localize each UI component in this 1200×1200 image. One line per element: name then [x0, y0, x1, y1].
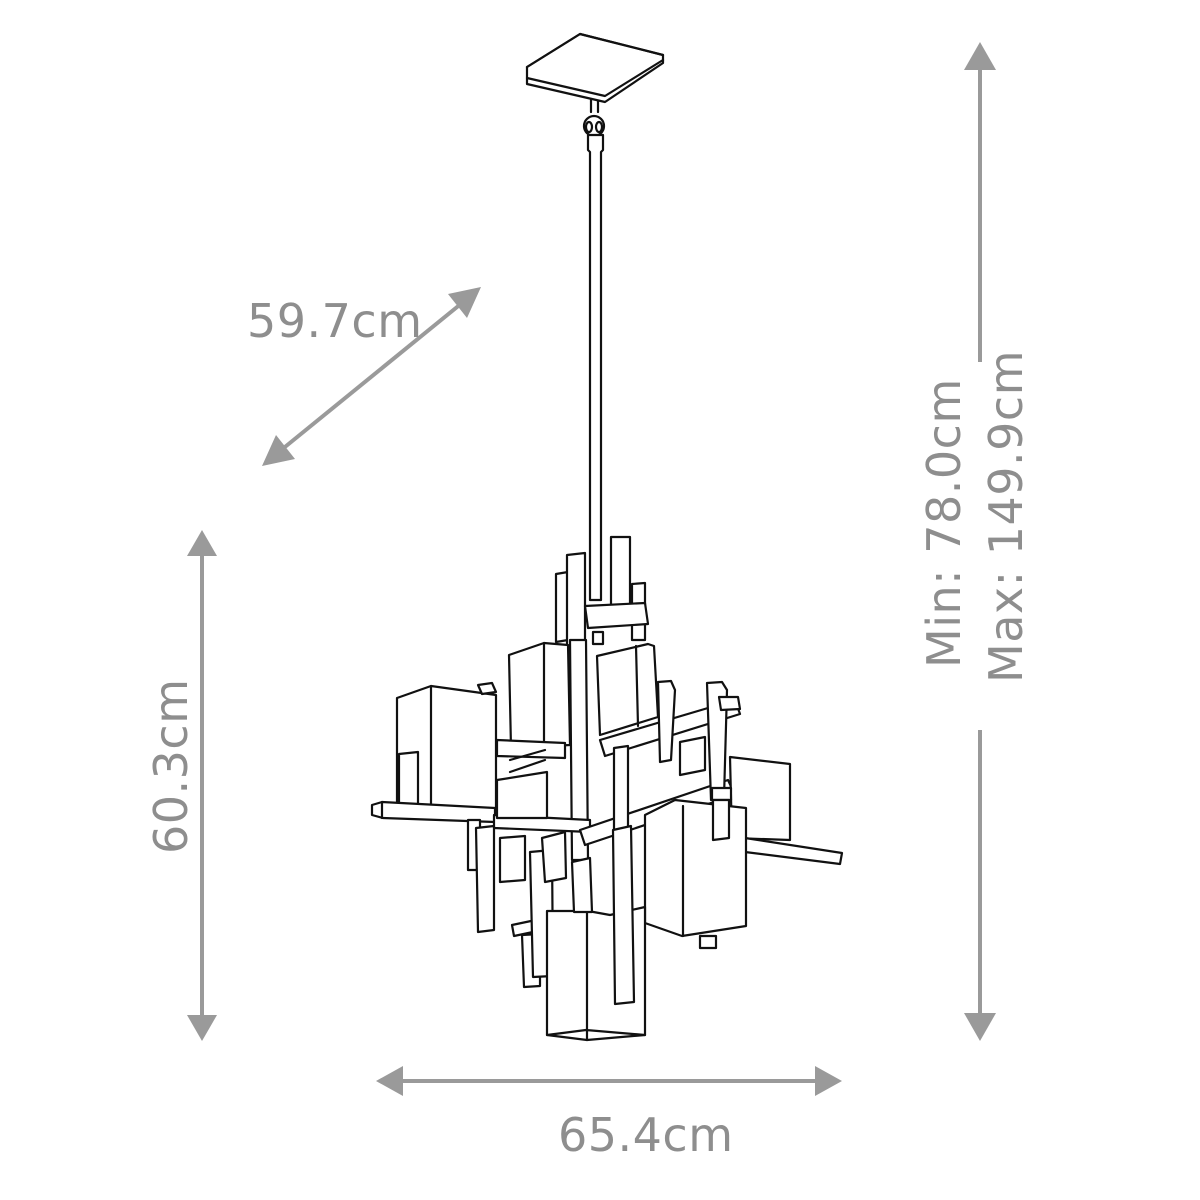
depth-arrow: [262, 287, 481, 466]
depth-label: 59.7cm: [247, 294, 423, 348]
body-height-arrow: [187, 530, 217, 1041]
body-height-label: 60.3cm: [144, 678, 198, 854]
drop-height-arrow: [964, 42, 996, 1041]
width-arrow: [376, 1066, 842, 1096]
drop-height-min-label: Min: 78.0cm: [917, 378, 971, 668]
suspension-rod: [582, 97, 606, 602]
width-label: 65.4cm: [558, 1108, 734, 1162]
ceiling-canopy: [525, 32, 665, 104]
fixture-body: [370, 535, 844, 1042]
drop-height-max-label: Max: 149.9cm: [979, 349, 1033, 683]
